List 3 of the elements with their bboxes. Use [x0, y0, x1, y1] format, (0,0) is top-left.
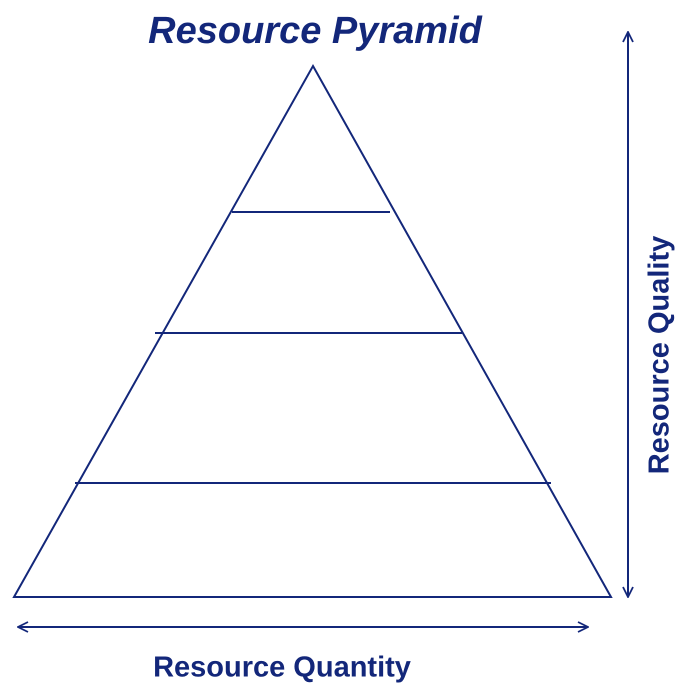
title: Resource Pyramid	[147, 12, 484, 50]
axis-label: Resource Quantity	[153, 654, 411, 682]
axis-label: Resource Quality	[646, 236, 674, 474]
